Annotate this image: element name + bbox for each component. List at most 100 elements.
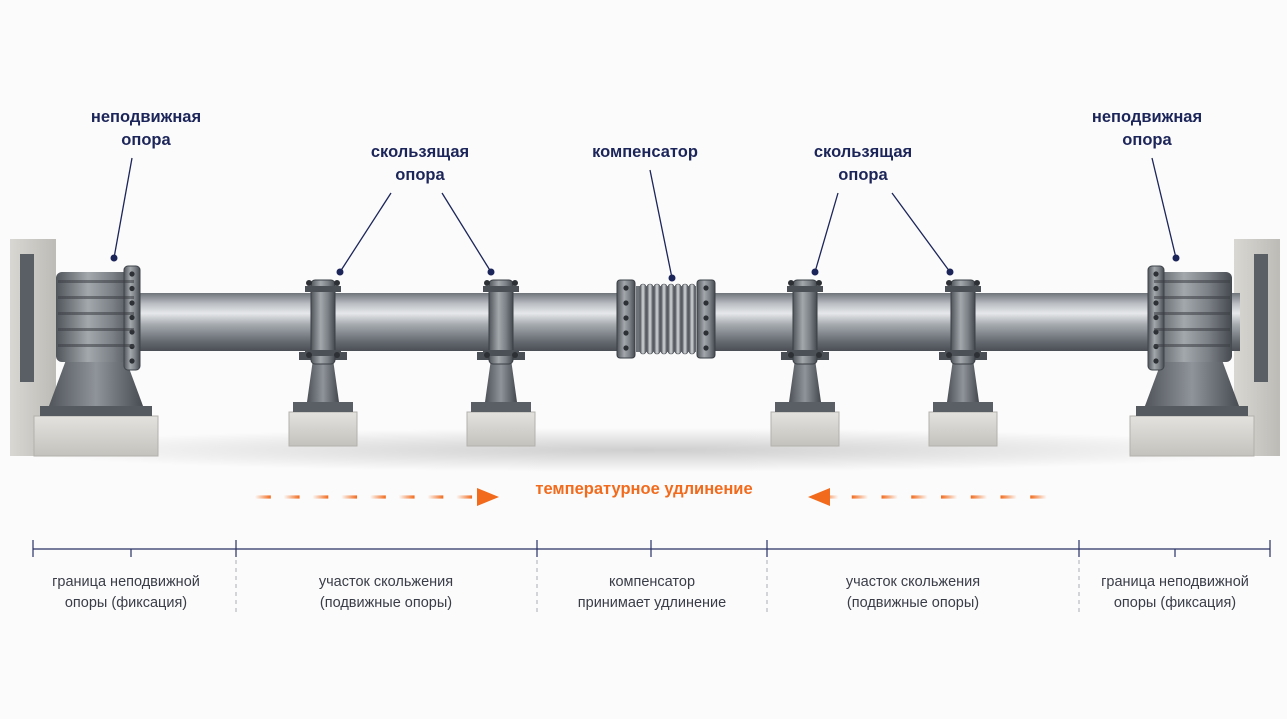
bolt (129, 358, 135, 364)
bolt (334, 352, 340, 358)
concrete-base (466, 411, 536, 447)
bellows-convolution (688, 283, 696, 355)
bellows-convolution (660, 283, 668, 355)
arrow-dash (1030, 495, 1047, 499)
leader-sliding-right-a (814, 192, 839, 273)
rib (58, 328, 134, 331)
label-compensator: компенсатор (592, 143, 698, 161)
bolt (512, 352, 518, 358)
bolt (129, 271, 135, 277)
leader-dot (487, 268, 495, 276)
steel-stand (46, 360, 146, 414)
rib (58, 312, 134, 315)
concrete-base (288, 411, 358, 447)
bolt (1153, 300, 1159, 306)
arrow-dash (456, 495, 473, 499)
arrow-dash (370, 495, 386, 499)
rib (1154, 344, 1230, 347)
bolt (623, 345, 629, 351)
wall-plate (20, 254, 34, 382)
leader-dot (668, 274, 676, 282)
bolt (703, 345, 709, 351)
bellows-convolution (674, 283, 682, 355)
rib (1154, 328, 1230, 331)
clamp-ear (945, 350, 981, 356)
clamp-ear (787, 286, 823, 292)
segment-compensator: компенсатор принимает удлинение (577, 574, 727, 611)
leader-dot (1172, 254, 1180, 262)
bolt (129, 314, 135, 321)
arrow-dash (283, 495, 300, 499)
fixed-support-right (1129, 254, 1268, 457)
arrow-dash (941, 495, 958, 499)
stand-base-plate (1136, 406, 1248, 416)
bolt (484, 280, 490, 286)
pipe-left-segment (60, 293, 630, 351)
arrow-head (808, 488, 830, 506)
bolt (974, 280, 980, 286)
bolt (129, 285, 135, 292)
clamp-ear (305, 350, 341, 356)
anchor-housing (56, 272, 136, 362)
bolt (788, 352, 794, 358)
fixed-support-left (20, 254, 159, 457)
bolt (512, 280, 518, 286)
bolt (484, 352, 490, 358)
bolt (703, 300, 709, 306)
bolt (623, 285, 629, 291)
sliding-supports (288, 279, 998, 447)
concrete-base (33, 415, 159, 457)
leader-dot (110, 254, 118, 262)
leader-sliding-left-b (441, 192, 492, 273)
bolt (703, 285, 709, 291)
arrow-dash (911, 495, 928, 499)
concrete-base (928, 411, 998, 447)
leader-dot (946, 268, 954, 276)
bolt (974, 352, 980, 358)
leader-fixed-left (113, 157, 133, 259)
bolt (623, 315, 629, 321)
pipe-clamp (488, 279, 514, 365)
arrow-dash (881, 495, 898, 499)
bolt (306, 352, 312, 358)
bolt (623, 300, 629, 306)
stand-base-plate (293, 402, 353, 412)
bolt (1153, 285, 1159, 292)
rib (1154, 312, 1230, 315)
segment-sliding-left: участок скольжения (подвижные опоры) (318, 574, 454, 611)
steel-stand (1142, 360, 1242, 414)
bolt (788, 280, 794, 286)
bolt (703, 330, 709, 336)
pipe-clamp (310, 279, 336, 365)
clamp-ear (483, 286, 519, 292)
rib (58, 344, 134, 347)
arrow-dash (312, 495, 329, 499)
arrow-dash (398, 495, 415, 499)
bolt (306, 280, 312, 286)
arrow-dash (341, 495, 358, 499)
leader-fixed-right (1151, 157, 1177, 259)
arrow-dash (822, 495, 839, 499)
segment-fixed-right: граница неподвижной опоры (фиксация) (1101, 574, 1249, 611)
bolt (816, 352, 822, 358)
bellows-convolution (639, 283, 647, 355)
segment-fixed-left: граница неподвижной опоры (фиксация) (52, 574, 200, 611)
pipe-clamp (792, 279, 818, 365)
stand-base-plate (775, 402, 835, 412)
rib (1154, 280, 1230, 283)
clamp-ear (945, 286, 981, 292)
label-sliding-support-right: скользящая опора (813, 143, 913, 184)
bolt (1153, 358, 1159, 364)
segment-sliding-right: участок скольжения (подвижные опоры) (845, 574, 981, 611)
bolt (623, 330, 629, 336)
stand-base-plate (40, 406, 152, 416)
bolt (334, 280, 340, 286)
floor-shadow (4, 428, 1284, 472)
arrow-dash (970, 495, 988, 499)
bolt (1153, 271, 1159, 277)
leader-sliding-left-a (339, 192, 392, 273)
bellows-convolution (667, 283, 675, 355)
thermal-arrow-left (255, 488, 499, 506)
